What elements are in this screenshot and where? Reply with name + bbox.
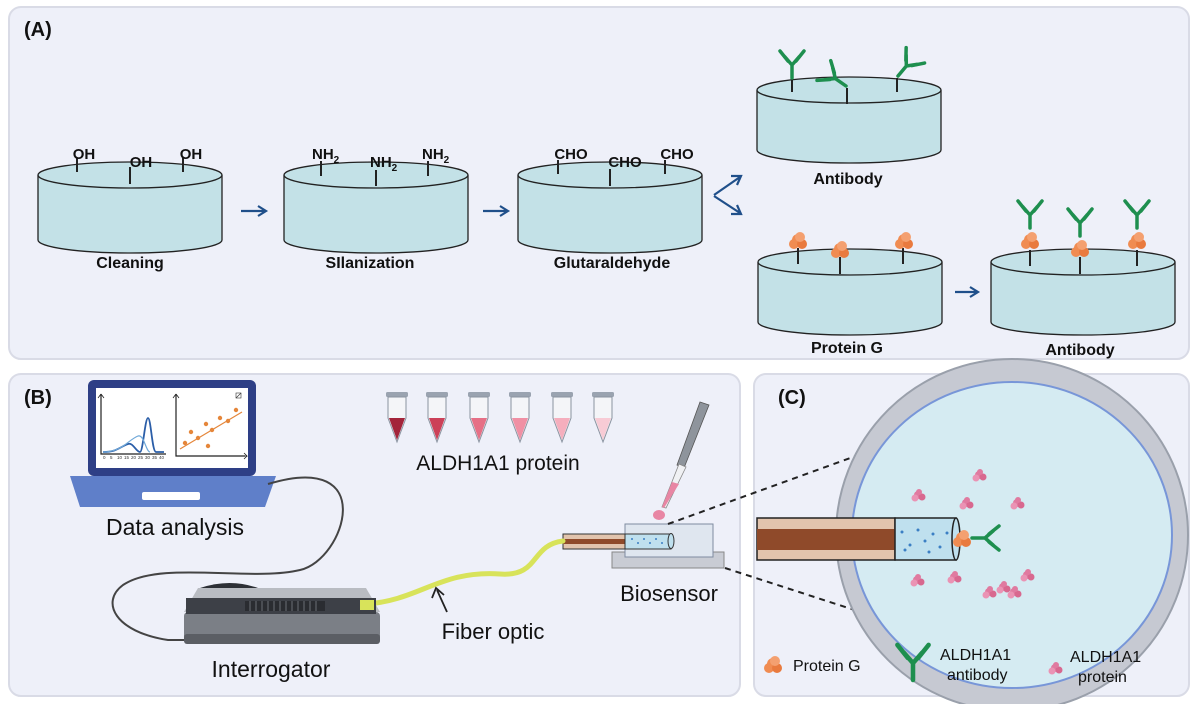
arrow-icon bbox=[241, 205, 269, 217]
amine-group: NH2 bbox=[370, 154, 398, 174]
svg-text:15: 15 bbox=[124, 455, 130, 460]
screen-tick-labels: 0 5 10 15 20 25 30 35 40 bbox=[103, 455, 165, 460]
arrow-icon bbox=[483, 205, 511, 217]
fiber-optic-cable bbox=[364, 538, 566, 607]
arrow-icon bbox=[955, 286, 981, 298]
antibody-label-top: Antibody bbox=[813, 171, 882, 188]
svg-text:10: 10 bbox=[117, 455, 123, 460]
scatter-points bbox=[182, 407, 239, 449]
cylinder-antibody-oriented bbox=[990, 248, 1176, 336]
step-label-cleaning: Cleaning bbox=[96, 255, 164, 272]
svg-text:30: 30 bbox=[145, 455, 151, 460]
laptop-icon bbox=[70, 380, 276, 507]
cylinder-antibody-direct bbox=[756, 76, 942, 164]
step-label-silanization: SIlanization bbox=[326, 255, 415, 272]
svg-text:5: 5 bbox=[110, 455, 113, 460]
svg-text:25: 25 bbox=[138, 455, 144, 460]
svg-text:0: 0 bbox=[103, 455, 106, 460]
arrow-icon bbox=[713, 174, 743, 196]
panel-a-tag: (A) bbox=[24, 19, 52, 41]
legend-antibody-label: antibody bbox=[947, 667, 1008, 684]
legend-aldh-protein-label: ALDH1A1 bbox=[1070, 649, 1141, 666]
step-label-glutaraldehyde: Glutaraldehyde bbox=[554, 255, 671, 272]
pipette-icon bbox=[653, 401, 710, 520]
aldehyde-group: CHO bbox=[660, 146, 694, 163]
fiber-optic-label: Fiber optic bbox=[442, 619, 545, 644]
legend-protein-g-label: Protein G bbox=[793, 658, 861, 675]
pointer-arrow-icon bbox=[431, 586, 448, 613]
svg-text:35: 35 bbox=[152, 455, 158, 460]
cylinder-glutaraldehyde bbox=[517, 160, 703, 254]
cylinder-cleaning bbox=[37, 158, 223, 254]
amine-group: NH2 bbox=[422, 146, 450, 166]
hydroxyl-group: OH bbox=[180, 146, 203, 163]
amine-group: NH2 bbox=[312, 146, 340, 166]
arrow-icon bbox=[713, 195, 743, 216]
svg-text:20: 20 bbox=[131, 455, 137, 460]
cylinder-silanization bbox=[283, 161, 469, 254]
zoom-guide-top bbox=[667, 439, 901, 525]
panel-c-tag: (C) bbox=[778, 387, 806, 409]
aldehyde-group: CHO bbox=[608, 154, 642, 171]
aldh-protein-label: ALDH1A1 protein bbox=[416, 452, 579, 475]
cylinder-protein-g bbox=[757, 248, 943, 336]
hydroxyl-group: OH bbox=[73, 146, 96, 163]
svg-text:40: 40 bbox=[159, 455, 165, 460]
hydroxyl-group: OH bbox=[130, 154, 153, 171]
panel-b-tag: (B) bbox=[24, 387, 52, 409]
aldehyde-group: CHO bbox=[554, 146, 588, 163]
legend-antibody-label: ALDH1A1 bbox=[940, 647, 1011, 664]
magnified-view bbox=[756, 358, 1189, 704]
biosensor-label: Biosensor bbox=[620, 581, 718, 606]
data-analysis-label: Data analysis bbox=[106, 514, 244, 540]
antibody-label-bottom: Antibody bbox=[1045, 342, 1114, 359]
protein-g-label: Protein G bbox=[811, 340, 883, 357]
data-cable bbox=[111, 476, 344, 641]
protein-tube-series bbox=[386, 392, 614, 444]
legend-aldh-protein-label: protein bbox=[1078, 669, 1127, 686]
interrogator-device-icon bbox=[184, 583, 380, 644]
interrogator-label: Interrogator bbox=[212, 656, 331, 682]
biosensor-icon bbox=[562, 523, 725, 569]
